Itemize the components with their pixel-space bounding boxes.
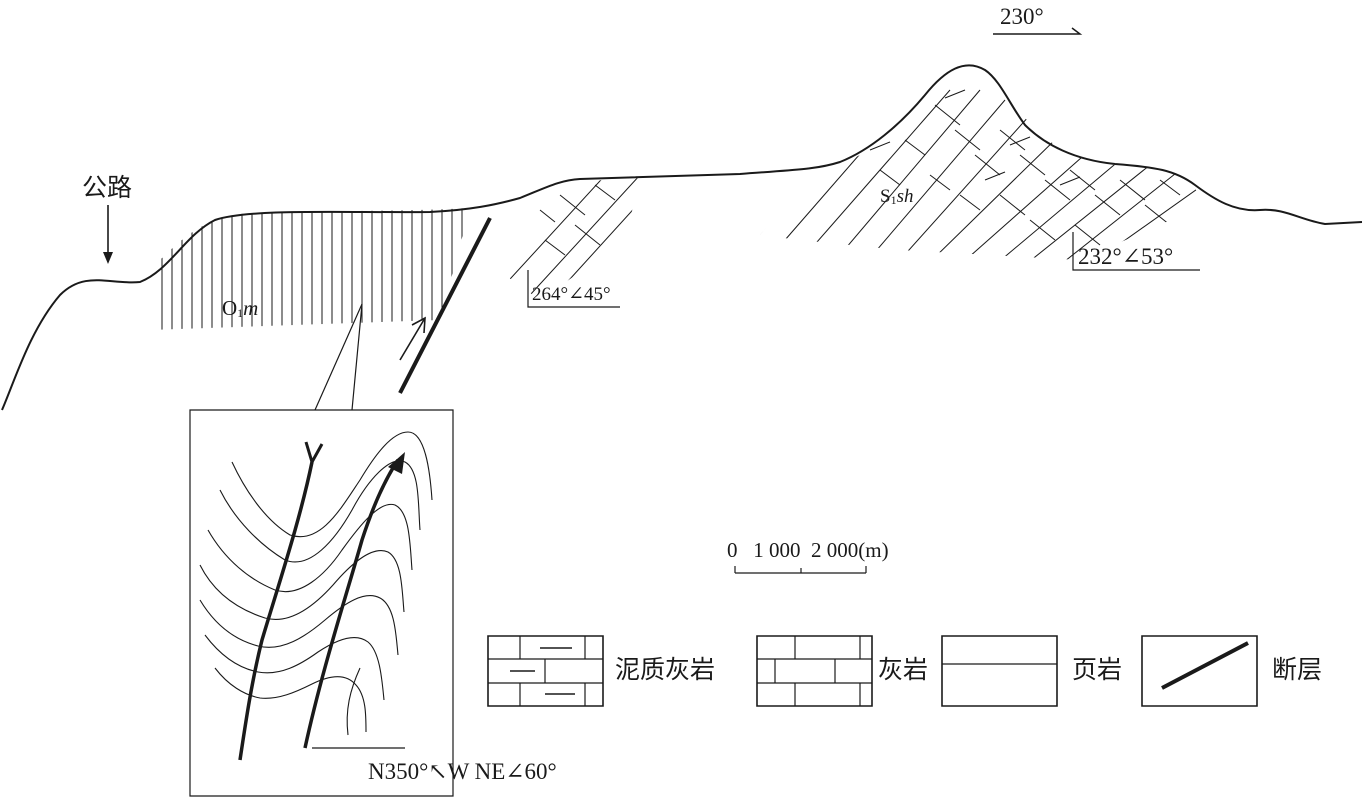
unit-o1m-label: O1m — [222, 296, 259, 320]
legend-swatch-shale — [942, 636, 1057, 706]
inset-callout-left — [315, 304, 362, 410]
limestone-block-mountain — [755, 85, 1210, 265]
inset-frame — [190, 410, 453, 796]
inset-fault-left-fork — [306, 442, 322, 462]
unit-o1m-sub: 1 — [237, 306, 244, 320]
road-arrow-head — [103, 252, 113, 264]
inset-fault-right — [305, 460, 398, 748]
attitude-left-leader — [528, 270, 620, 307]
inset-attitude-label: N350°↖W NE∠60° — [368, 759, 557, 784]
scale-bar — [735, 566, 866, 573]
legend-label-marly-limestone: 泥质灰岩 — [615, 655, 716, 684]
fault-motion-arrow-head — [412, 318, 425, 333]
limestone-block-left — [500, 170, 660, 295]
attitude-left-label: 264°∠45° — [532, 284, 611, 305]
inset-drag-folds — [200, 432, 432, 735]
ground-profile — [2, 65, 1362, 410]
main-fault — [400, 218, 490, 393]
attitude-right-leader — [1073, 232, 1200, 270]
legend-swatch-fault — [1142, 636, 1257, 706]
legend-label-limestone: 灰岩 — [878, 655, 929, 684]
unit-s1sh-suffix: sh — [896, 186, 914, 207]
o1m-hatching — [162, 200, 462, 330]
section-direction-arrow — [993, 28, 1080, 34]
road-label: 公路 — [82, 173, 133, 202]
section-direction-label: 230° — [1000, 4, 1044, 29]
inset-callout-right — [352, 304, 362, 410]
legend-swatch-marly-limestone — [488, 636, 603, 706]
unit-s1sh-base: S — [880, 186, 891, 207]
inset-fault-right-arrowhead — [388, 452, 405, 474]
legend-label-fault: 断层 — [1272, 655, 1323, 684]
fault-motion-arrow — [400, 318, 425, 360]
legend-swatch-limestone — [757, 636, 872, 706]
inset-fault-left — [240, 462, 312, 760]
unit-o1m-base: O — [222, 296, 238, 320]
legend-label-shale: 页岩 — [1072, 655, 1123, 684]
attitude-right-label: 232°∠53° — [1078, 244, 1174, 269]
unit-o1m-suffix: m — [243, 296, 259, 320]
unit-s1sh-sub: 1 — [890, 193, 897, 207]
scale-bar-label: 0 1 000 2 000(m) — [727, 538, 889, 562]
unit-s1sh-label: S1sh — [880, 187, 913, 206]
